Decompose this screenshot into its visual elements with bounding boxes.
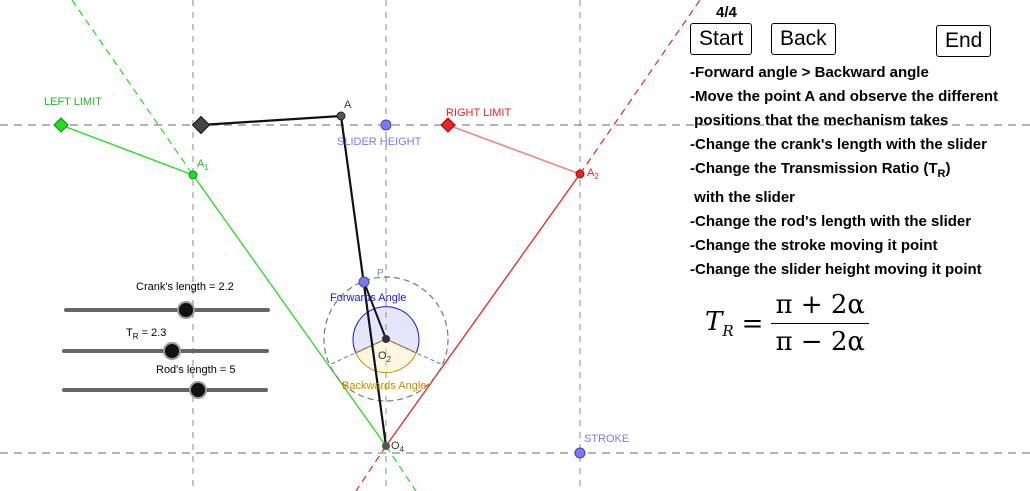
slider-height-label: SLIDER HEIGHT bbox=[337, 136, 422, 148]
connecting-rod bbox=[200, 114, 342, 127]
tr-slider[interactable] bbox=[62, 342, 269, 360]
instruction-line: positions that the mechanism takes bbox=[690, 112, 949, 129]
page-indicator: 4/4 bbox=[716, 4, 737, 21]
instruction-line: -Change the rod's length with the slider bbox=[690, 213, 972, 230]
instructions-list: -Forward angle > Backward angle -Move th… bbox=[690, 61, 998, 282]
stroke-label: STROKE bbox=[584, 433, 629, 445]
formula-fraction: π + 2α π − 2α bbox=[771, 290, 869, 357]
tr-label-value: = 2.3 bbox=[138, 327, 167, 339]
instruction-line: -Change the stroke moving it point bbox=[690, 237, 938, 254]
point-o2-label: O2 bbox=[378, 350, 392, 364]
left-limit-rod bbox=[60, 124, 194, 176]
crank-length-slider[interactable] bbox=[64, 301, 270, 319]
left-limit-point[interactable] bbox=[53, 117, 69, 133]
point-o4-label: O4 bbox=[391, 440, 405, 454]
slider-height-point[interactable] bbox=[380, 119, 392, 131]
green-extension-line bbox=[71, 0, 194, 176]
instruction-subscript: R bbox=[937, 168, 946, 180]
point-o4 bbox=[382, 442, 390, 450]
point-a2 bbox=[575, 169, 585, 179]
start-button[interactable]: Start bbox=[690, 23, 753, 55]
point-a2-label: A2 bbox=[587, 167, 599, 181]
stroke-point[interactable] bbox=[574, 447, 586, 459]
end-button[interactable]: End bbox=[936, 25, 992, 57]
red-extension-line bbox=[579, 0, 701, 175]
formula-lhs: TR bbox=[705, 306, 734, 341]
backwards-angle-ray-left bbox=[328, 338, 387, 366]
point-p[interactable] bbox=[358, 276, 370, 288]
slider-point[interactable] bbox=[191, 115, 211, 135]
crank-slider-label: Crank's length = 2.2 bbox=[136, 281, 234, 293]
instruction-line: -Change the Transmission Ratio (TR) bbox=[690, 157, 998, 186]
rod-slider-label: Rod's length = 5 bbox=[156, 364, 236, 376]
point-o2 bbox=[382, 335, 390, 343]
crank-slider-handle[interactable] bbox=[177, 301, 195, 319]
crank-arm bbox=[363, 281, 387, 340]
point-a[interactable] bbox=[336, 111, 346, 121]
formula-lhs-sub: R bbox=[722, 322, 734, 341]
instruction-line: -Change the slider height moving it poin… bbox=[690, 261, 982, 278]
point-a1 bbox=[188, 170, 198, 180]
instruction-text: -Change the Transmission Ratio (T bbox=[690, 160, 938, 177]
point-a1-label: A1 bbox=[197, 158, 209, 172]
red-lower-extension bbox=[355, 445, 387, 491]
tr-label-sub: R bbox=[132, 332, 139, 342]
transmission-ratio-formula: TR = π + 2α π − 2α bbox=[705, 290, 869, 357]
rod-slider-handle[interactable] bbox=[189, 381, 207, 399]
forwards-angle-label: Forwards Angle bbox=[330, 292, 406, 304]
backwards-angle-ray-right bbox=[385, 338, 444, 366]
crank-circle bbox=[323, 276, 449, 402]
tr-slider-handle[interactable] bbox=[163, 342, 181, 360]
back-button[interactable]: Back bbox=[771, 23, 836, 55]
formula-denominator: π − 2α bbox=[775, 327, 865, 357]
formula-equals: = bbox=[741, 308, 764, 339]
point-p-label: P bbox=[377, 268, 384, 279]
rod-length-slider[interactable] bbox=[62, 381, 268, 399]
tr-label-main: T bbox=[126, 327, 133, 339]
instruction-paren: ) bbox=[945, 160, 951, 177]
backwards-angle-sector bbox=[355, 338, 417, 374]
instruction-line: -Forward angle > Backward angle bbox=[690, 64, 929, 81]
green-crank-line bbox=[192, 174, 387, 447]
red-crank-line bbox=[385, 173, 581, 447]
formula-numerator: π + 2α bbox=[771, 290, 869, 324]
instruction-line: with the slider bbox=[690, 189, 796, 206]
point-a-label: A bbox=[344, 99, 352, 111]
instruction-line: -Move the point A and observe the differ… bbox=[690, 88, 999, 105]
tr-slider-label: TR = 2.3 bbox=[126, 327, 166, 341]
right-limit-label: RIGHT LIMIT bbox=[446, 107, 511, 119]
instruction-line: -Change the crank's length with the slid… bbox=[690, 136, 987, 153]
backwards-angle-label: Backwards Angle bbox=[342, 380, 426, 392]
green-lower-extension bbox=[385, 445, 417, 491]
right-limit-point[interactable] bbox=[440, 117, 456, 133]
left-limit-label: LEFT LIMIT bbox=[44, 96, 102, 108]
right-limit-rod bbox=[447, 124, 581, 175]
